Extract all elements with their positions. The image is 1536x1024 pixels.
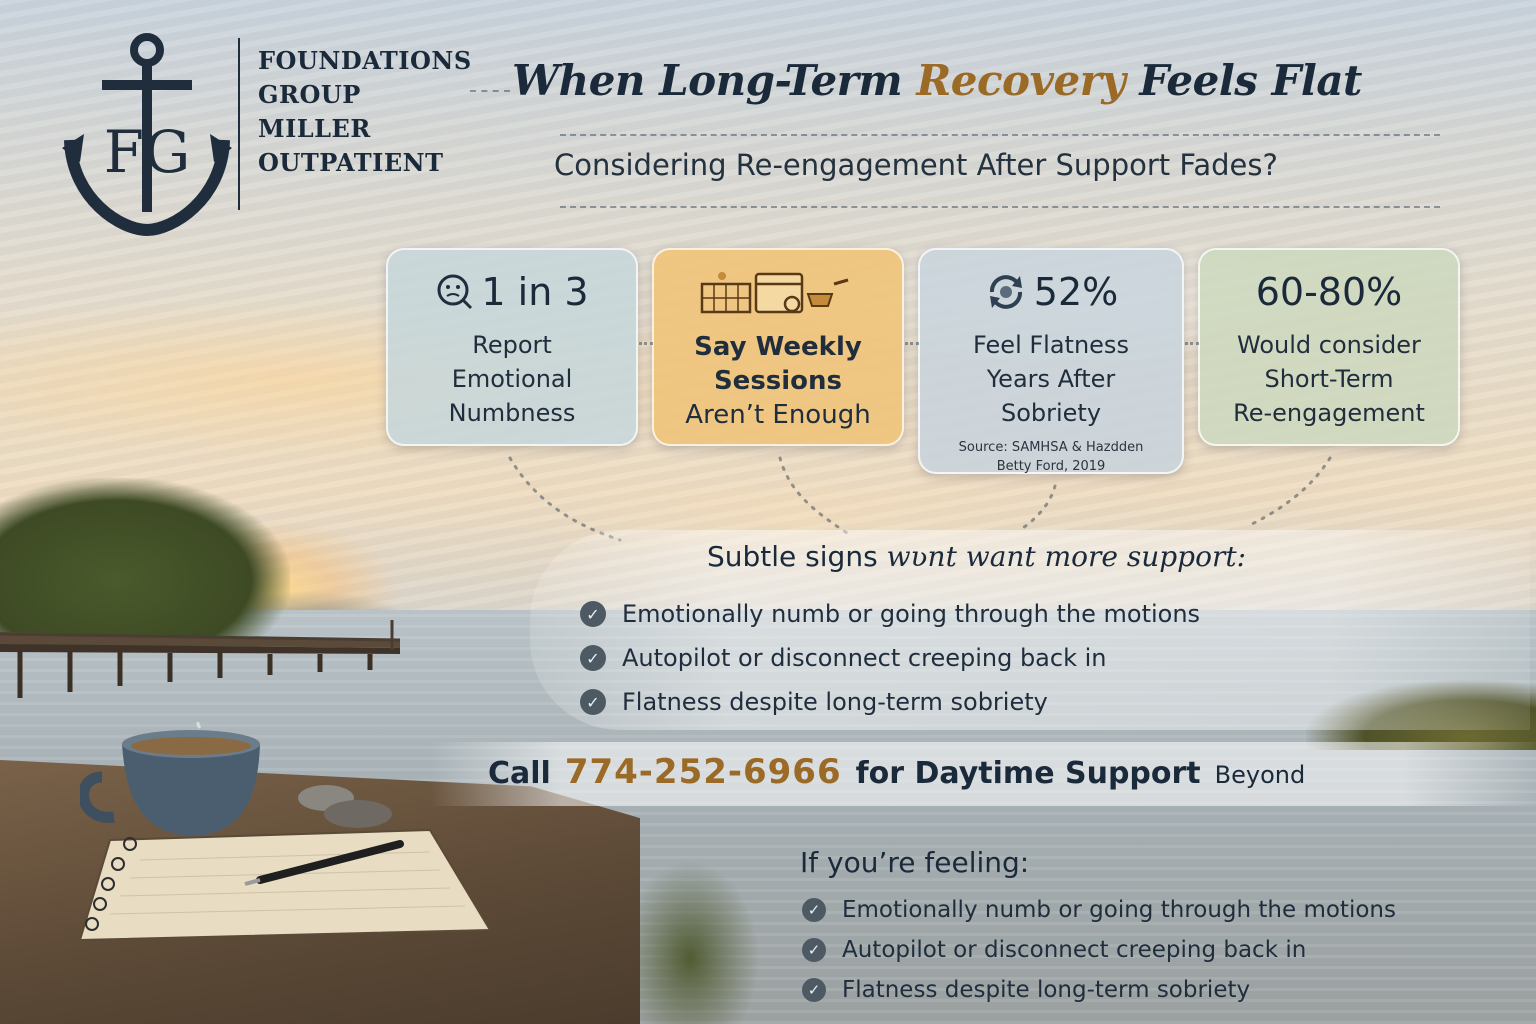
check-icon: ✓ [802, 898, 826, 922]
list-item-label: Autopilot or disconnect creeping back in [842, 937, 1307, 963]
title-accent: Recovery [916, 56, 1126, 105]
cycle-arrows-icon [984, 270, 1028, 314]
brand-line: OUTPATIENT [258, 148, 444, 177]
weekly-calendar-icon [700, 270, 850, 314]
feeling-title: If you’re feeling: [800, 846, 1030, 879]
stat-card-weekly-sessions: Say Weekly Sessions Aren’t Enough [652, 248, 904, 446]
cta-band [430, 742, 1536, 806]
notebook-image [78, 828, 490, 942]
brand-line: FOUNDATIONS [258, 46, 472, 75]
stat-desc-line: Would consider [1237, 331, 1421, 359]
title-rule-bottom [560, 206, 1440, 208]
list-item: ✓ Flatness despite long-term sobriety [580, 680, 1200, 724]
stones-image [298, 785, 392, 828]
list-item: ✓ Autopilot or disconnect creeping back i… [580, 636, 1200, 680]
page-subtitle: Considering Re-engagement After Support … [554, 148, 1278, 182]
cta-call: Call [488, 756, 551, 791]
stat-desc-line: Say Weekly [694, 332, 862, 362]
shrub-bottom [620, 860, 760, 1024]
stat-desc-line: Aren’t Enough [685, 400, 871, 430]
title-pre: When Long-Term [512, 56, 917, 105]
stat-desc-line: Short-Term [1264, 365, 1394, 393]
stat-card-flatness: 52% Feel Flatness Years After Sobriety S… [918, 248, 1184, 474]
check-icon: ✓ [580, 689, 606, 715]
list-item: ✓ Emotionally numb or going through the m… [580, 592, 1200, 636]
anchor-logo-icon: FG [62, 33, 232, 237]
list-item: ✓ Autopilot or disconnect creeping back i… [802, 930, 1396, 970]
numb-face-icon [435, 272, 475, 312]
signs-title-em: wʋnt want more support: [886, 540, 1247, 573]
stat-desc-line: Emotional [451, 365, 573, 393]
coffee-cup-image [80, 722, 260, 836]
cta-line: Call 774-252-6966 for Daytime Support Be… [488, 752, 1305, 792]
stat-desc-line: Numbness [448, 399, 576, 427]
list-item-label: Emotionally numb or going through the mo… [622, 600, 1201, 628]
signs-title: Subtle signs wʋnt want more support: [707, 540, 1246, 573]
brand-line: MILLER [258, 114, 371, 143]
cta-tail: Beyond [1214, 761, 1306, 789]
card-connector [905, 342, 919, 345]
stat-source-line: Betty Ford, 2019 [996, 459, 1106, 474]
stat-desc-line: Sobriety [1000, 399, 1102, 427]
check-icon: ✓ [580, 601, 606, 627]
title-rule-mid [560, 134, 1440, 136]
pier-image [0, 620, 401, 698]
check-icon: ✓ [802, 938, 826, 962]
cta-phone-number[interactable]: 774-252-6966 [564, 752, 842, 792]
stat-source-line: Source: SAMHSA & Hazdden [958, 440, 1144, 455]
title-rule-left [470, 90, 510, 92]
logo-monogram: FG [104, 118, 191, 186]
stat-value: 60-80% [1255, 270, 1403, 314]
signs-list: ✓ Emotionally numb or going through the m… [580, 592, 1200, 724]
list-item-label: Flatness despite long-term sobriety [622, 688, 1048, 716]
stat-desc-line: Years After [986, 365, 1116, 393]
feeling-list: ✓ Emotionally numb or going through the m… [802, 890, 1396, 1010]
list-item-label: Autopilot or disconnect creeping back in [622, 644, 1107, 672]
stat-card-numbness: 1 in 3 Report Emotional Numbness [386, 248, 638, 446]
signs-title-pre: Subtle signs [707, 540, 887, 573]
card-connector [1185, 342, 1199, 345]
card-connector [639, 342, 653, 345]
list-item-label: Flatness despite long-term sobriety [842, 977, 1251, 1003]
shrub-right [1306, 680, 1536, 750]
logo-divider [238, 38, 240, 210]
stat-desc-line: Feel Flatness [973, 331, 1129, 359]
signs-panel [530, 530, 1530, 730]
check-icon: ✓ [802, 978, 826, 1002]
tree-hill [0, 478, 290, 648]
check-icon: ✓ [580, 645, 606, 671]
list-item-label: Emotionally numb or going through the mo… [842, 897, 1396, 923]
brand-line: GROUP [258, 80, 361, 109]
stat-desc-line: Report [472, 331, 552, 359]
stat-desc-line: Sessions [713, 366, 843, 396]
list-item: ✓ Emotionally numb or going through the m… [802, 890, 1396, 930]
list-item: ✓ Flatness despite long-term sobriety [802, 970, 1396, 1010]
stat-desc-line: Re-engagement [1233, 399, 1425, 427]
stat-value: 1 in 3 [481, 270, 589, 314]
page-title: When Long-Term Recovery Feels Flat [512, 56, 1452, 105]
stat-card-reengagement: 60-80% Would consider Short-Term Re-enga… [1198, 248, 1460, 446]
brand-name: FOUNDATIONS GROUP MILLER OUTPATIENT [258, 44, 472, 180]
cta-support-text: for Daytime Support [855, 756, 1201, 791]
title-post: Feels Flat [1125, 56, 1362, 105]
stat-value: 52% [1033, 270, 1119, 314]
